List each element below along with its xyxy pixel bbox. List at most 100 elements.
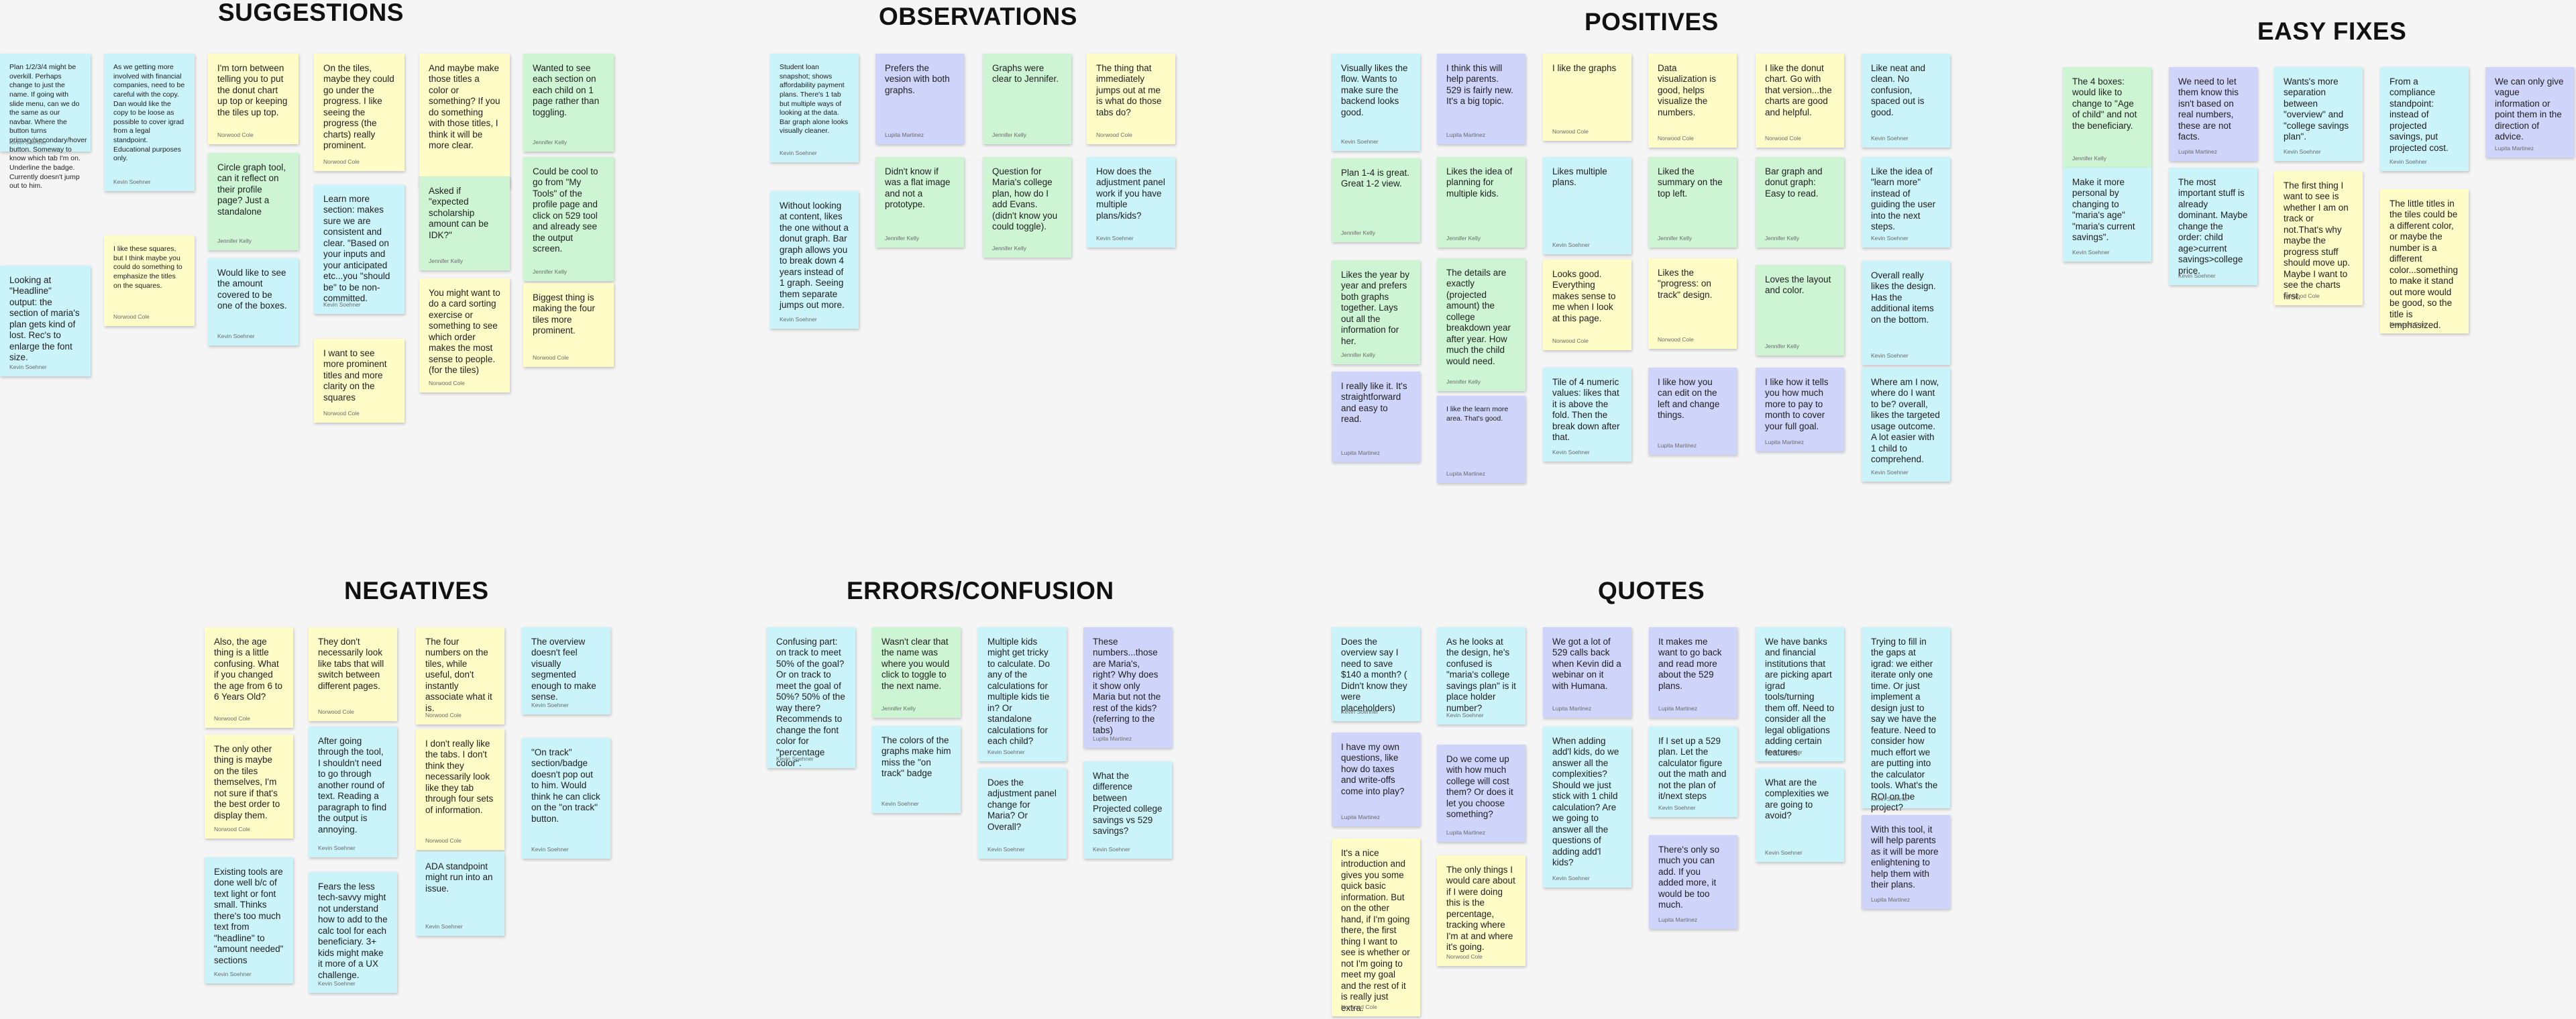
sticky-note[interactable]: If I set up a 529 plan. Let the calculat…: [1649, 727, 1737, 817]
sticky-note[interactable]: Plan 1-4 is great. Great 1-2 view.Jennif…: [1332, 158, 1420, 242]
sticky-note[interactable]: The only other thing is maybe on the til…: [205, 735, 293, 839]
sticky-note[interactable]: On the tiles, maybe they could go under …: [314, 54, 405, 171]
sticky-note[interactable]: I don't really like the tabs. I don't th…: [416, 729, 504, 850]
sticky-note-text: I have my own questions, like how do tax…: [1341, 742, 1405, 796]
sticky-note[interactable]: Multiple kids might get tricky to calcul…: [978, 627, 1067, 761]
sticky-note[interactable]: I like the donut chart. Go with that ver…: [1756, 54, 1844, 148]
sticky-note-author: Norwood Cole: [1658, 135, 1694, 142]
sticky-note[interactable]: The overview doesn't feel visually segme…: [522, 627, 610, 714]
sticky-note[interactable]: You might want to do a card sorting exer…: [419, 278, 510, 392]
sticky-note[interactable]: Plan 1/2/3/4 might be overkill. Perhaps …: [0, 54, 91, 190]
sticky-note[interactable]: Loves the layout and color.Jennifer Kell…: [1756, 265, 1844, 356]
sticky-note[interactable]: I really like it. It's straightforward a…: [1332, 372, 1420, 462]
sticky-note[interactable]: Also, the age thing is a little confusin…: [205, 627, 293, 728]
sticky-note[interactable]: What the difference between Projected co…: [1083, 761, 1172, 859]
sticky-note[interactable]: The 4 boxes: would like to change to "Ag…: [2063, 67, 2151, 168]
sticky-note-text: On the tiles, maybe they could go under …: [323, 63, 394, 151]
sticky-note-author: Jennifer Kelly: [992, 131, 1027, 138]
sticky-note[interactable]: Confusing part: on track to meet 50% of …: [767, 627, 855, 768]
sticky-note[interactable]: As we getting more involved with financi…: [104, 54, 195, 191]
sticky-note[interactable]: I like the learn more area. That's good.…: [1437, 396, 1525, 483]
sticky-note[interactable]: We have banks and financial institutions…: [1756, 627, 1844, 761]
sticky-note[interactable]: It makes me want to go back and read mor…: [1649, 627, 1737, 718]
sticky-note[interactable]: Wasn't clear that the name was where you…: [872, 627, 961, 718]
sticky-note[interactable]: Looking at "Headline" output: the sectio…: [0, 266, 91, 376]
sticky-note[interactable]: Visually likes the flow. Wants to make s…: [1332, 54, 1420, 151]
sticky-note[interactable]: From a compliance standpoint: instead of…: [2380, 67, 2469, 171]
sticky-note[interactable]: Prefers the vesion with both graphs.Lupi…: [875, 54, 964, 144]
sticky-note[interactable]: The thing that immediately jumps out at …: [1087, 54, 1175, 144]
sticky-note[interactable]: Where am I now, where do I want to be? o…: [1862, 368, 1950, 482]
sticky-note-text: The four numbers on the tiles, while use…: [425, 637, 492, 713]
sticky-note-text: The first thing I want to see is whether…: [2284, 180, 2351, 301]
sticky-note-text: After going through the tool, I shouldn'…: [318, 736, 387, 835]
sticky-note[interactable]: Biggest thing is making the four tiles m…: [523, 283, 614, 367]
sticky-note-text: Multiple kids might get tricky to calcul…: [987, 637, 1051, 747]
sticky-note[interactable]: What are the complexities we are going t…: [1756, 768, 1844, 862]
sticky-note[interactable]: Do we come up with how much college will…: [1437, 745, 1525, 842]
sticky-note[interactable]: Data visualization is good, helps visual…: [1648, 54, 1737, 148]
sticky-note[interactable]: We can only give vague information or po…: [2485, 67, 2574, 158]
sticky-note[interactable]: And maybe make those titles a color or s…: [419, 54, 510, 188]
sticky-note[interactable]: Likes the year by year and prefers both …: [1332, 260, 1420, 364]
sticky-note[interactable]: As he looks at the design, he's confused…: [1437, 627, 1525, 725]
sticky-note[interactable]: Tile of 4 numeric values: likes that it …: [1543, 368, 1631, 462]
sticky-note[interactable]: The details are exactly (projected amoun…: [1437, 258, 1525, 391]
sticky-note[interactable]: Does the adjustment panel change for Mar…: [978, 768, 1067, 859]
sticky-note[interactable]: Learn more section: makes sure we are co…: [314, 184, 405, 314]
sticky-note[interactable]: Looks good. Everything makes sense to me…: [1543, 260, 1631, 350]
sticky-note[interactable]: Bar graph and donut graph: Easy to read.…: [1756, 157, 1844, 248]
sticky-note[interactable]: Fears the less tech-savvy might not unde…: [309, 872, 397, 993]
sticky-note[interactable]: Like the idea of "learn more" instead of…: [1862, 157, 1950, 248]
sticky-note[interactable]: Overall really likes the design. Has the…: [1862, 261, 1950, 365]
sticky-note[interactable]: Without looking at content, likes the on…: [770, 191, 859, 329]
sticky-note[interactable]: The first thing I want to see is whether…: [2274, 171, 2363, 305]
sticky-note[interactable]: It's a nice introduction and gives you s…: [1332, 839, 1420, 1016]
sticky-note[interactable]: Wanted to see each section on each child…: [523, 54, 614, 152]
sticky-note[interactable]: Asked if "expected scholarship amount ca…: [419, 176, 510, 270]
sticky-note[interactable]: I have my own questions, like how do tax…: [1332, 733, 1420, 826]
sticky-note[interactable]: Circle graph tool, can it reflect on the…: [208, 153, 299, 250]
sticky-note[interactable]: I'm torn between telling you to put the …: [208, 54, 299, 144]
sticky-note[interactable]: Question for Maria's college plan, how d…: [983, 157, 1071, 258]
sticky-note[interactable]: I want to see more prominent titles and …: [314, 339, 405, 423]
sticky-note[interactable]: Wants's more separation between "overvie…: [2274, 67, 2363, 161]
sticky-note[interactable]: Likes the idea of planning for multiple …: [1437, 157, 1525, 248]
sticky-note[interactable]: They don't necessarily look like tabs th…: [309, 627, 397, 721]
sticky-note[interactable]: These numbers...those are Maria's, right…: [1083, 627, 1172, 748]
sticky-note[interactable]: The most important stuff is already domi…: [2169, 168, 2257, 285]
sticky-note[interactable]: Graphs were clear to Jennifer.Jennifer K…: [983, 54, 1071, 144]
sticky-note[interactable]: The little titles in the tiles could be …: [2380, 189, 2469, 333]
sticky-note[interactable]: The four numbers on the tiles, while use…: [416, 627, 504, 725]
sticky-note[interactable]: I like how you can edit on the left and …: [1648, 368, 1737, 455]
sticky-note[interactable]: Would like to see the amount covered to …: [208, 258, 299, 345]
sticky-note[interactable]: With this tool, it will help parents as …: [1862, 815, 1950, 909]
sticky-note[interactable]: ADA standpoint might run into an issue.K…: [416, 852, 504, 936]
sticky-note[interactable]: Didn't know if was a flat image and not …: [875, 157, 964, 248]
sticky-note[interactable]: I like how it tells you how much more to…: [1756, 368, 1844, 451]
sticky-note[interactable]: Trying to fill in the gaps at igrad: we …: [1862, 627, 1950, 812]
sticky-note[interactable]: There's only so much you can add. If you…: [1649, 835, 1737, 929]
sticky-note[interactable]: Does the overview say I need to save $14…: [1332, 627, 1420, 721]
sticky-note[interactable]: Make it more personal by changing to "ma…: [2063, 168, 2151, 262]
sticky-note[interactable]: Existing tools are done well b/c of text…: [205, 857, 293, 983]
sticky-note[interactable]: "On track" section/badge doesn't pop out…: [522, 738, 610, 859]
sticky-note-author: Lupita Martinez: [1765, 439, 1805, 445]
sticky-note[interactable]: Could be cool to go from "My Tools" of t…: [523, 157, 614, 281]
sticky-note[interactable]: We got a lot of 529 calls back when Kevi…: [1543, 627, 1631, 718]
sticky-note[interactable]: I think this will help parents. 529 is f…: [1437, 54, 1525, 144]
sticky-note[interactable]: I like these squares, but I think maybe …: [104, 235, 195, 326]
sticky-note-author: Kevin Soehner: [9, 139, 47, 146]
sticky-note[interactable]: The only things I would care about if I …: [1437, 855, 1525, 966]
sticky-note[interactable]: The colors of the graphs make him miss t…: [872, 726, 961, 813]
sticky-note[interactable]: How does the adjustment panel work if yo…: [1087, 157, 1175, 248]
sticky-note[interactable]: We need to let them know this isn't base…: [2169, 67, 2257, 161]
sticky-note[interactable]: When adding add'l kids, do we answer all…: [1543, 727, 1631, 888]
sticky-note[interactable]: After going through the tool, I shouldn'…: [309, 727, 397, 857]
sticky-note[interactable]: Liked the summary on the top left.Jennif…: [1648, 157, 1737, 248]
sticky-note[interactable]: Likes multiple plans.Kevin Soehner: [1543, 157, 1631, 254]
sticky-note[interactable]: Likes the "progress: on track" design.No…: [1648, 258, 1737, 349]
sticky-note[interactable]: Like neat and clean. No confusion, space…: [1862, 54, 1950, 148]
sticky-note[interactable]: Student loan snapshot; shows affordabili…: [770, 54, 859, 162]
